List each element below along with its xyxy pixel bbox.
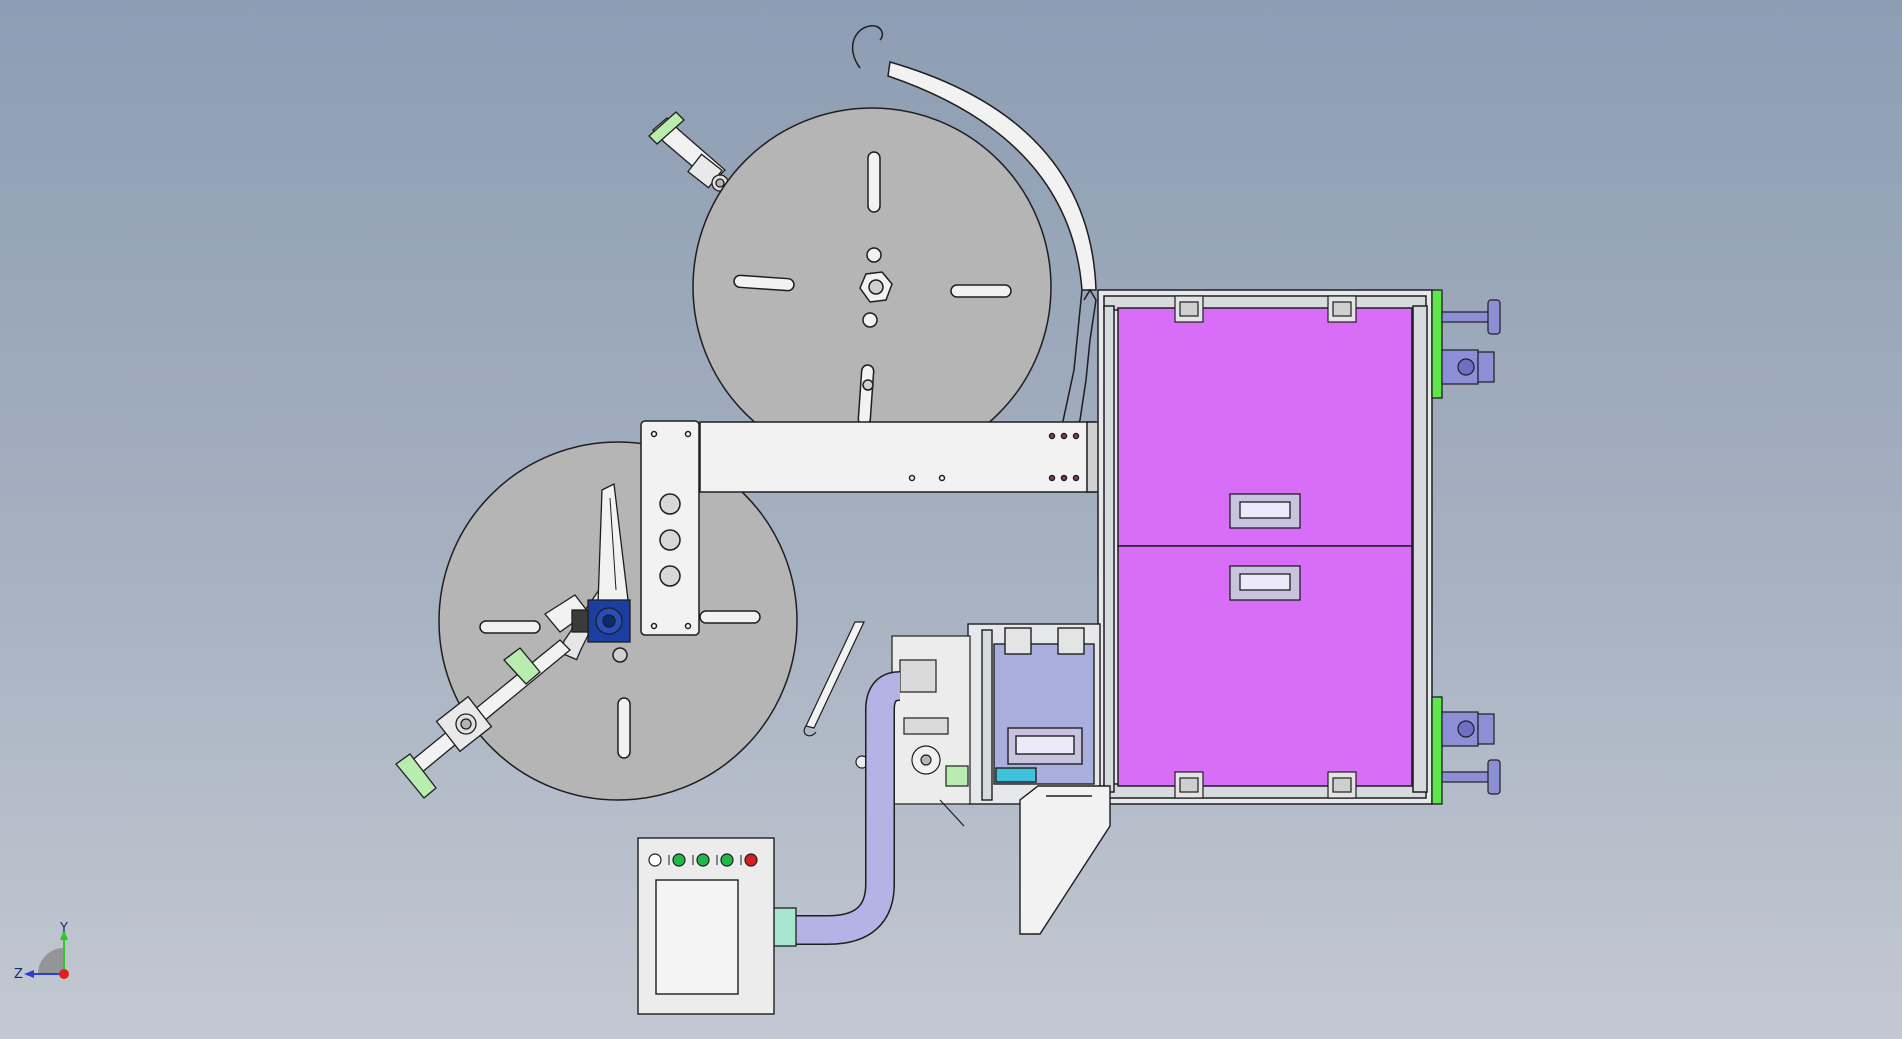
z-axis-label: Z	[14, 967, 23, 982]
curved-guide[interactable]	[851, 25, 1097, 439]
leveling-foot-bottom[interactable]	[1441, 759, 1501, 795]
peel-plate-guide	[803, 621, 865, 737]
y-axis-label: Y	[59, 921, 68, 936]
green-button-2[interactable]	[696, 853, 710, 867]
y-axis-arrow	[60, 930, 68, 940]
top-tension-arm[interactable]	[648, 111, 729, 192]
z-axis-arrow	[24, 970, 34, 978]
caster-wheel-bottom[interactable]	[1441, 711, 1495, 747]
main-support-arm[interactable]	[640, 420, 1100, 636]
control-box[interactable]	[637, 837, 775, 1015]
side-rail-top	[1431, 289, 1443, 399]
green-button-3[interactable]	[720, 853, 734, 867]
emergency-stop-button[interactable]	[744, 853, 758, 867]
applicator-head[interactable]	[855, 635, 971, 827]
control-buttons	[648, 853, 758, 867]
sub-cabinet[interactable]	[967, 623, 1101, 805]
peel-wedge	[1019, 785, 1111, 935]
door-handle-upper[interactable]	[1229, 493, 1301, 529]
side-rail-bottom	[1431, 696, 1443, 805]
door-handle-lower[interactable]	[1229, 565, 1301, 601]
x-axis-dot	[59, 969, 69, 979]
cabinet-hinges	[1174, 295, 1357, 799]
green-button-1[interactable]	[672, 853, 686, 867]
indicator-light[interactable]	[648, 853, 662, 867]
leveling-foot-top[interactable]	[1441, 299, 1501, 335]
caster-wheel-top[interactable]	[1441, 349, 1495, 385]
top-reel[interactable]	[692, 107, 1052, 467]
air-hose	[771, 671, 902, 947]
motor-unit[interactable]	[571, 599, 631, 643]
axis-triad: Y Z	[14, 921, 69, 982]
